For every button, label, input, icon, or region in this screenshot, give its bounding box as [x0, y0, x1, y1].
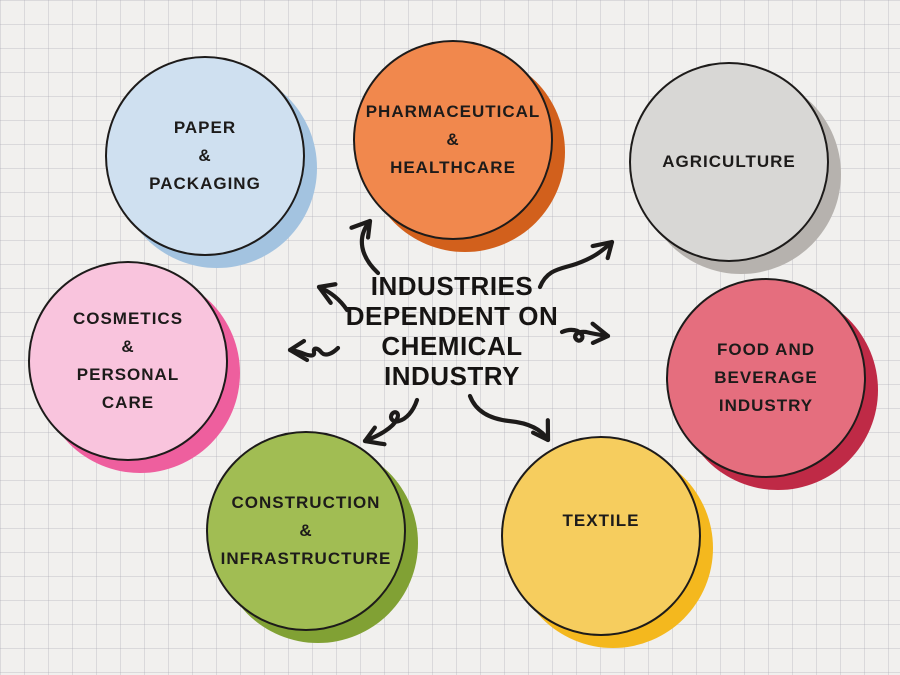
node-pharmaceutical-healthcare: PHARMACEUTICAL & HEALTHCARE — [353, 40, 553, 240]
node-paper-packaging: PAPER & PACKAGING — [105, 56, 305, 256]
node-textile-label: TEXTILE — [562, 511, 640, 530]
node-pharmaceutical-healthcare-label: PHARMACEUTICAL & HEALTHCARE — [365, 102, 541, 177]
arrow-to-textile — [467, 393, 551, 443]
center-title: INDUSTRIES DEPENDENT ON CHEMICAL INDUSTR… — [345, 271, 559, 391]
node-construction-infrastructure-label: CONSTRUCTION & INFRASTRUCTURE — [220, 493, 392, 568]
node-food-beverage-industry-label: FOOD AND BEVERAGE INDUSTRY — [714, 340, 818, 415]
arrow-to-construction — [362, 397, 420, 447]
node-cosmetics-personal-care: COSMETICS & PERSONAL CARE — [28, 261, 228, 461]
node-textile: TEXTILE — [501, 436, 701, 636]
node-agriculture: AGRICULTURE — [629, 62, 829, 262]
node-food-beverage-industry: FOOD AND BEVERAGE INDUSTRY — [666, 278, 866, 478]
arrow-to-pharmaceutical — [349, 218, 381, 276]
node-cosmetics-personal-care-label: COSMETICS & PERSONAL CARE — [72, 309, 184, 412]
node-construction-infrastructure: CONSTRUCTION & INFRASTRUCTURE — [206, 431, 406, 631]
node-paper-packaging-label: PAPER & PACKAGING — [149, 118, 261, 193]
node-agriculture-label: AGRICULTURE — [662, 152, 796, 171]
